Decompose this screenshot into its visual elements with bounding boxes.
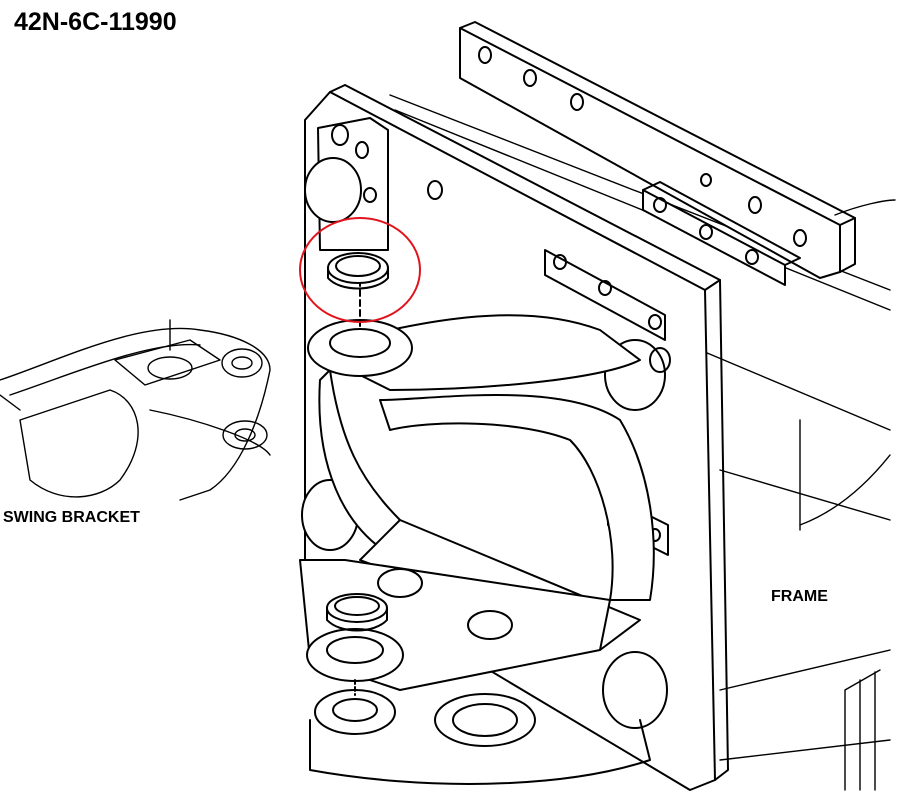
frame-label: FRAME <box>771 588 828 605</box>
part-number-title: 42N-6C-11990 <box>14 8 177 36</box>
lower-seal-ring <box>326 593 388 632</box>
left-swing-bracket <box>0 319 271 501</box>
bracket-arms <box>299 279 655 785</box>
top-connector-bar <box>459 21 856 279</box>
upper-seal-ring <box>327 252 389 290</box>
swing-bracket-label: SWING BRACKET <box>3 509 140 526</box>
small-connector-plate <box>642 173 801 286</box>
highlight-circle <box>299 217 421 323</box>
